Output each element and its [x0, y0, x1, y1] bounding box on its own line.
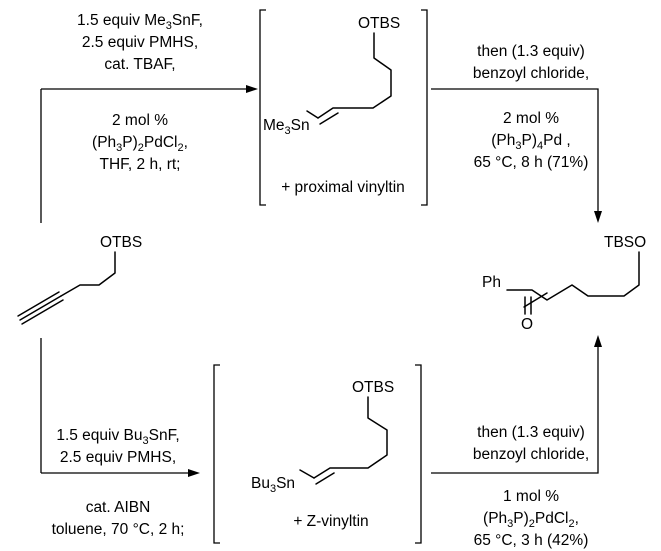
product-chain [506, 251, 640, 301]
top-cond-3: cat. TBAF, [104, 56, 175, 73]
top-cond-1: 1.5 equiv Me3SnF, [77, 12, 203, 32]
product-ph: Ph [482, 274, 501, 291]
bottom-step2-1: then (1.3 equiv) [477, 424, 585, 441]
bottom-step1-arrow [41, 469, 200, 477]
bottom-step2-3: 1 mol % [503, 488, 559, 505]
sm-triple-3 [21, 299, 64, 325]
top-cond-6: THF, 2 h, rt; [100, 156, 181, 173]
top-cond-4: 2 mol % [112, 112, 168, 129]
product: TBSO Ph O [482, 234, 646, 333]
bottom-int-chain [313, 396, 388, 479]
bottom-cond-1: 1.5 equiv Bu3SnF, [56, 427, 179, 447]
bottom-left-bracket [213, 364, 220, 544]
top-step2-4: (Ph3P)4Pd , [491, 132, 570, 152]
top-step1-conditions: 1.5 equiv Me3SnF, 2.5 equiv PMHS, cat. T… [77, 12, 203, 173]
product-tbso: TBSO [604, 234, 646, 251]
bottom-int-tin: Bu3Sn [251, 475, 295, 495]
sm-otbs: OTBS [100, 234, 142, 251]
starting-material: OTBS [17, 234, 142, 325]
sm-triple-1 [19, 295, 62, 321]
bottom-cond-4: toluene, 70 °C, 2 h; [52, 521, 185, 538]
top-cond-5: (Ph3P)2PdCl2, [92, 134, 188, 154]
product-o: O [521, 316, 533, 333]
bottom-step2-2: benzoyl chloride, [473, 446, 589, 463]
top-step2-2: benzoyl chloride, [473, 65, 589, 82]
top-int-note: + proximal vinyltin [281, 179, 405, 196]
top-cond-2: 2.5 equiv PMHS, [82, 34, 198, 51]
product-alkene-2 [523, 292, 548, 308]
top-step2-5: 65 °C, 8 h (71%) [474, 154, 589, 171]
top-step2-arrow [431, 88, 602, 223]
bottom-int-otbs: OTBS [352, 379, 394, 396]
top-int-chain [317, 32, 392, 119]
top-step2-conditions: then (1.3 equiv) benzoyl chloride, 2 mol… [473, 43, 589, 171]
bottom-step2-5: 65 °C, 3 h (42%) [474, 532, 589, 549]
bottom-intermediate: OTBS Bu3Sn + Z-vinyltin [213, 364, 422, 544]
sm-triple-2 [17, 291, 60, 317]
bottom-step2-arrow [431, 335, 602, 474]
top-intermediate: OTBS Me3Sn + proximal vinyltin [259, 9, 428, 206]
top-int-otbs: OTBS [358, 15, 400, 32]
top-step2-1: then (1.3 equiv) [477, 43, 585, 60]
bottom-right-bracket [415, 364, 422, 544]
bottom-cond-3: cat. AIBN [86, 499, 151, 516]
bottom-step2-conditions: then (1.3 equiv) benzoyl chloride, 1 mol… [473, 424, 589, 549]
top-step2-3: 2 mol % [503, 110, 559, 127]
bottom-int-note: + Z-vinyltin [293, 513, 368, 530]
bottom-cond-2: 2.5 equiv PMHS, [60, 449, 176, 466]
top-right-bracket [421, 9, 428, 206]
bottom-step1-conditions: 1.5 equiv Bu3SnF, 2.5 equiv PMHS, cat. A… [52, 427, 185, 538]
sm-chain [60, 251, 116, 297]
bottom-step2-4: (Ph3P)2PdCl2, [483, 510, 579, 530]
top-left-bracket [259, 9, 266, 206]
top-int-tin: Me3Sn [263, 117, 310, 137]
top-step1-arrow [41, 85, 258, 93]
